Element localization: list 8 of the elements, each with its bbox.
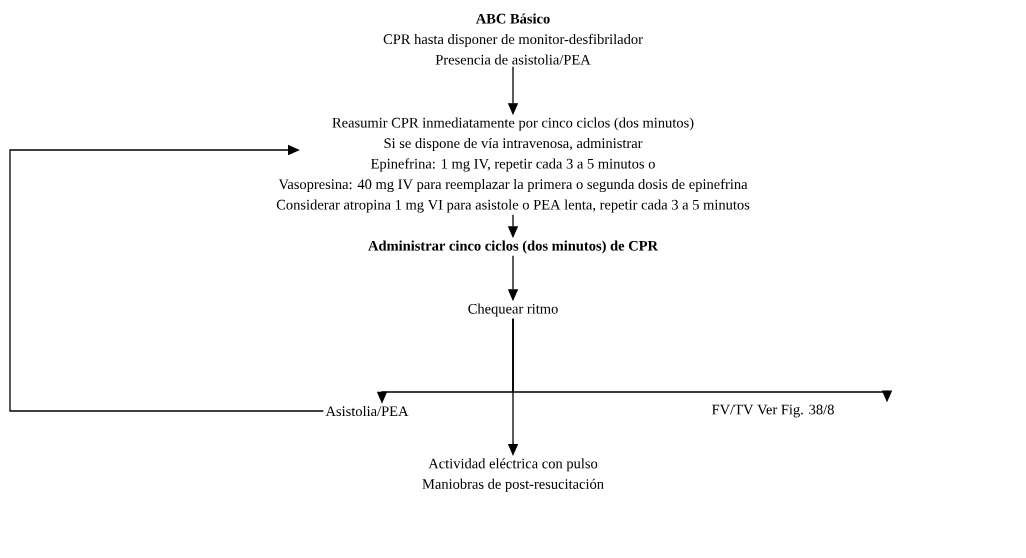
arrow xyxy=(9,144,324,412)
step-text: Administrar cinco ciclos (dos minutos) de CPR xyxy=(368,240,659,254)
heading-text: ABC Básico CPR hasta disponer de monitor-desfibrilador Presencia de asistolia/PEA xyxy=(383,13,643,65)
step-text: Actividad eléctrica con pulso Maniobras de post-resucitación xyxy=(422,458,604,492)
step-text: FV/TV Ver Fig. 38/8 xyxy=(712,404,834,418)
step-text: Asistolia/PEA xyxy=(325,405,409,417)
step-text: Chequear ritmo xyxy=(468,303,558,317)
step-text: Reasumir CPR inmediatamente por cinco ciclos (dos minutos) Si se dispone de vía intravenosa, administrar Epinefrina: 1 mg IV, repetir cada 3 a 5 minutos o Vasopresina: 40 mg IV para reemplazar la primera o segunda dosis de epinefrina Considerar atropina 1 mg VI para asistole o PEA lenta, repetir cada 3 a 5 minutos xyxy=(276,117,750,213)
